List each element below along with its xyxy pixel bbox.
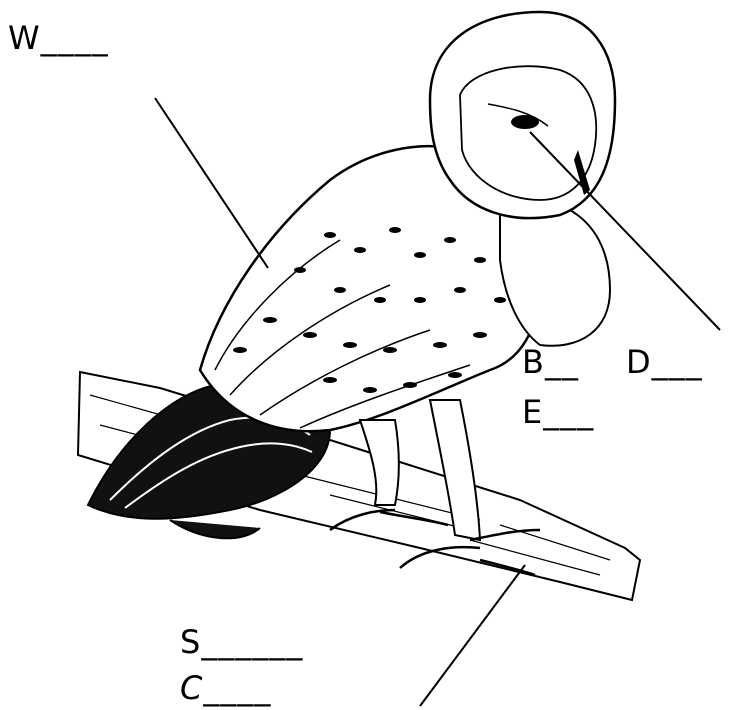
leader-line-c xyxy=(420,565,525,706)
label-w: W____ xyxy=(8,22,109,54)
leader-line-w xyxy=(155,98,268,268)
label-c: C____ xyxy=(180,672,271,704)
label-b: B__ xyxy=(522,346,579,378)
label-s: S______ xyxy=(180,626,303,658)
label-d: D___ xyxy=(626,346,703,378)
label-e: E___ xyxy=(522,396,594,428)
